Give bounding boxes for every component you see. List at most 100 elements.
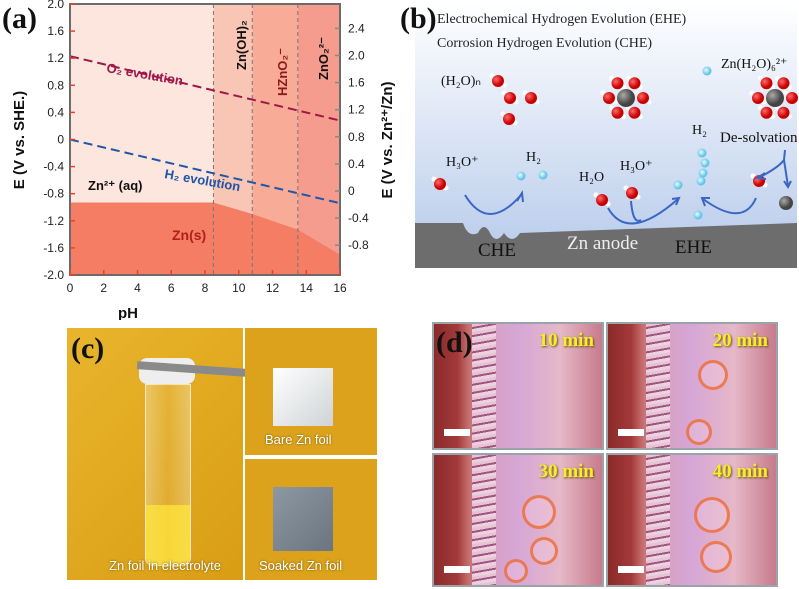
y2-tick-label: 2.4 <box>348 21 365 35</box>
zn-anode-surface <box>415 223 797 268</box>
x-tick-label: 10 <box>232 281 246 295</box>
hydrogen-atom <box>758 105 763 111</box>
h2-bubble <box>696 176 706 186</box>
label-zn2-aq: Zn²⁺ (aq) <box>88 178 143 193</box>
panel-d-label: (d) <box>436 326 473 359</box>
label-h3o-mid: H₃O⁺ <box>620 159 653 174</box>
x-tick-label: 6 <box>168 281 175 295</box>
time-label: 10 min <box>538 330 594 351</box>
hydrogen-atom <box>593 192 599 198</box>
y-tick-label: 0.4 <box>47 105 64 119</box>
hydrogen-atom <box>489 73 495 79</box>
zinc-ion <box>617 89 635 107</box>
micrograph-20min: 20 min <box>606 322 778 450</box>
hydrogen-atom <box>431 176 437 182</box>
soaked-zn-foil <box>273 487 333 551</box>
x-tick-label: 2 <box>100 281 107 295</box>
bubble <box>698 360 728 390</box>
y-tick-label: -0.4 <box>43 160 64 174</box>
y2-tick-label: 2.0 <box>348 48 365 62</box>
x-axis-label: pH <box>118 305 138 320</box>
h2-bubble <box>516 171 526 181</box>
y-tick-label: -1.2 <box>43 214 64 228</box>
zn-electrode-edge <box>472 324 496 448</box>
hydrogen-atom <box>501 90 507 96</box>
label-che: CHE <box>478 240 516 261</box>
electrolyte-background <box>415 3 797 268</box>
h2-bubble <box>700 158 710 168</box>
y-tick-label: 1.6 <box>47 24 64 38</box>
bubble <box>522 495 556 529</box>
label-desolvation: De-solvation <box>720 130 798 146</box>
h2-bubble <box>538 170 548 180</box>
zn-electrode-edge <box>646 455 670 585</box>
oxygen-atom <box>596 194 608 206</box>
label-znoh2: Zn(OH)₂ <box>234 20 249 70</box>
oxygen-atom <box>492 75 504 87</box>
hydrogen-atom <box>500 111 506 117</box>
electrolyte <box>146 505 190 565</box>
time-label: 30 min <box>538 461 594 482</box>
oxygen-atom <box>628 77 641 90</box>
x-tick-label: 4 <box>134 281 141 295</box>
y2-tick-label: 0.4 <box>348 157 365 171</box>
y-tick-label: 0 <box>57 133 64 147</box>
y-tick-label: 0.8 <box>47 78 64 92</box>
h2-bubble <box>698 168 708 178</box>
y-tick-label: 2.0 <box>47 0 64 11</box>
y-tick-label: 1.2 <box>47 51 64 65</box>
oxygen-atom <box>760 77 773 90</box>
hydrogen-atom <box>749 90 755 96</box>
label-h3o-left: H₃O⁺ <box>446 155 479 170</box>
panel-a-label: (a) <box>2 2 37 35</box>
bare-zn-foil <box>273 368 333 426</box>
y2-tick-label: 1.2 <box>348 103 365 117</box>
oxygen-atom <box>752 92 764 104</box>
x-tick-label: 8 <box>202 281 209 295</box>
oxygen-atom <box>603 92 615 104</box>
y2-tick-label: -0.4 <box>348 211 369 225</box>
h2-bubble <box>697 148 707 158</box>
bubble <box>700 541 732 573</box>
y-axis-left-label: E (V vs. SHE.) <box>11 91 28 189</box>
y2-tick-label: -0.8 <box>348 238 369 252</box>
oxygen-atom <box>626 187 638 199</box>
hydrogen-atom <box>750 173 756 179</box>
bubble <box>530 537 558 565</box>
label-hzno2: HZnO₂⁻ <box>275 48 290 96</box>
zinc-atom <box>779 196 793 210</box>
vial-caption: Zn foil in electrolyte <box>109 558 221 573</box>
oxygen-atom <box>504 92 516 104</box>
label-zn-s: Zn(s) <box>172 227 206 243</box>
hydrogen-atom <box>522 90 528 96</box>
oxygen-atom <box>525 92 537 104</box>
oxygen-atom <box>760 106 773 119</box>
hydrogen-atom <box>626 75 631 81</box>
bubble <box>686 419 712 445</box>
hydrogen-atom <box>758 75 763 81</box>
hydrogen-atom <box>609 105 614 111</box>
zinc-ion <box>766 89 784 107</box>
scale-bar <box>444 429 470 436</box>
region-zno2 <box>297 4 340 275</box>
label-h2-left: H₂ <box>526 150 541 165</box>
oxygen-atom <box>503 113 515 125</box>
h2-bubble <box>702 66 712 76</box>
label-hydrated-zn: Zn(H₂O)₆²⁺ <box>721 57 787 72</box>
title-ehe: Electrochemical Hydrogen Evolution (EHE) <box>437 12 687 27</box>
panel-b-label: (b) <box>400 2 437 35</box>
hydrogen-atom <box>600 90 606 96</box>
hydrogen-atom <box>783 90 789 96</box>
micrograph-40min: 40 min <box>606 453 778 587</box>
oxygen-atom <box>611 106 624 119</box>
zn-electrode-edge <box>472 455 496 585</box>
oxygen-atom <box>611 77 624 90</box>
x-tick-label: 14 <box>300 281 314 295</box>
y-tick-label: -1.6 <box>43 241 64 255</box>
y-tick-label: -2.0 <box>43 268 64 282</box>
title-che: Corrosion Hydrogen Evolution (CHE) <box>437 36 652 51</box>
oxygen-atom <box>628 106 641 119</box>
hydrogen-evolution-schematic: Electrochemical Hydrogen Evolution (EHE)… <box>415 3 799 268</box>
zn-electrode-edge <box>646 324 670 448</box>
hydrogen-atom <box>775 75 780 81</box>
